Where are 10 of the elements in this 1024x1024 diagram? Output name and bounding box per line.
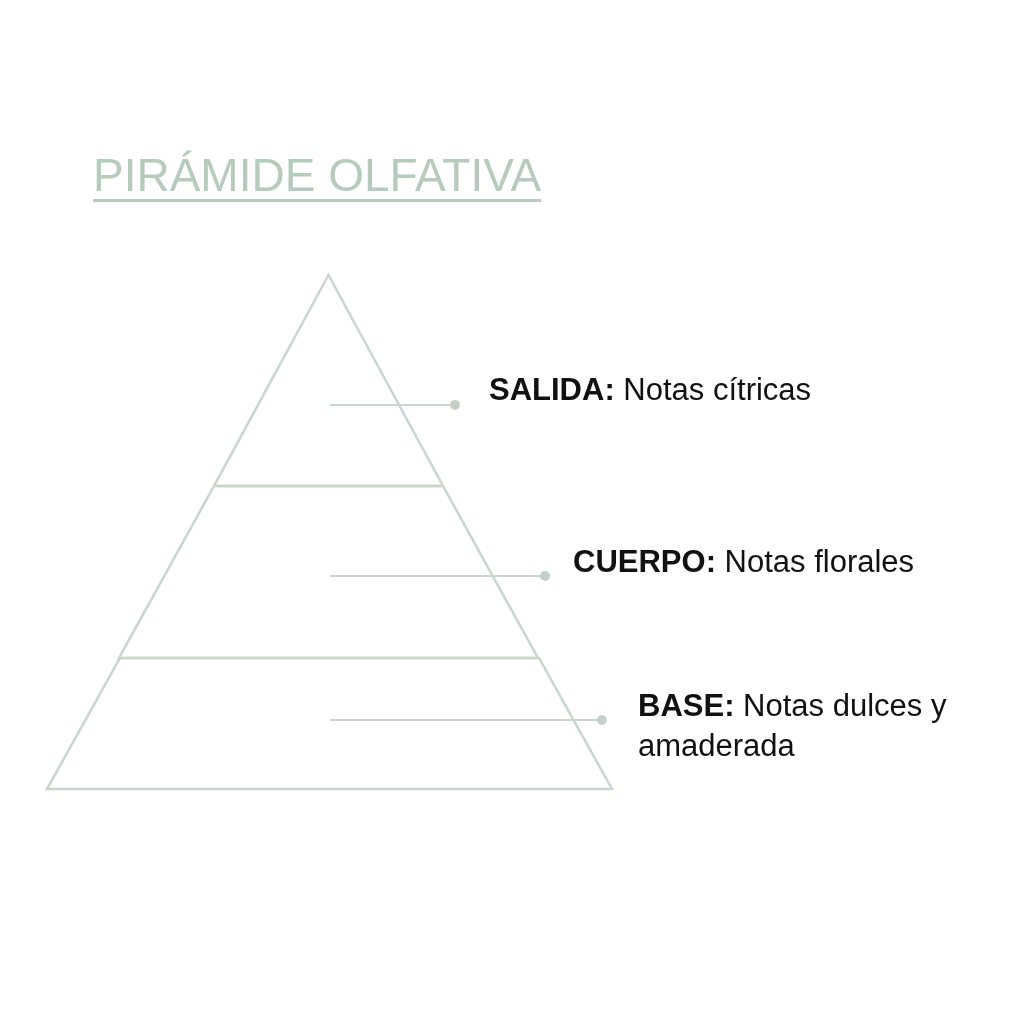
pyramid-tier <box>47 658 612 789</box>
title: PIRÁMIDE OLFATIVA <box>93 148 542 202</box>
pyramid-tier <box>119 486 538 658</box>
note-label: BASE: Notas dulces y amaderada <box>638 687 948 766</box>
leader-line <box>329 715 607 725</box>
pyramid-top-tier <box>214 275 443 486</box>
note-label: CUERPO: Notas florales <box>573 543 916 581</box>
note-label: SALIDA: Notas cítricas <box>489 371 813 409</box>
leader-line <box>329 571 550 581</box>
leader-line <box>329 400 460 410</box>
